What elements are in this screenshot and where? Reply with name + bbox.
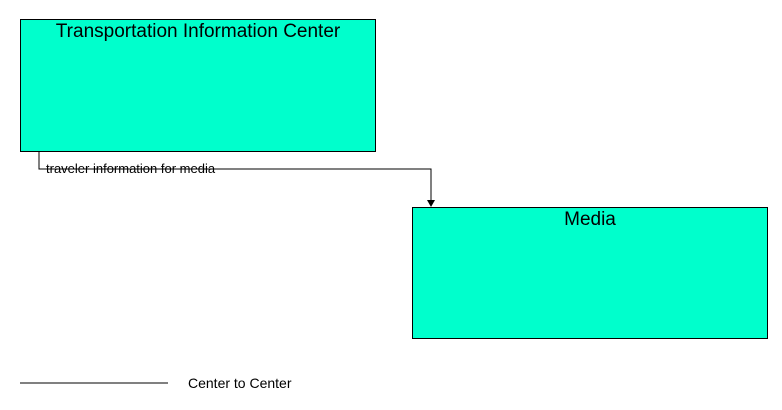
legend-label: Center to Center (188, 375, 292, 391)
node-title: Media (564, 209, 616, 230)
node-transportation-information-center[interactable]: Transportation Information Center (20, 19, 376, 152)
node-media[interactable]: Media (412, 207, 768, 339)
flow-line-traveler-information[interactable] (38, 152, 432, 202)
node-title: Transportation Information Center (55, 21, 341, 42)
flow-label: traveler information for media (46, 161, 216, 176)
arrowhead-icon (427, 200, 435, 207)
